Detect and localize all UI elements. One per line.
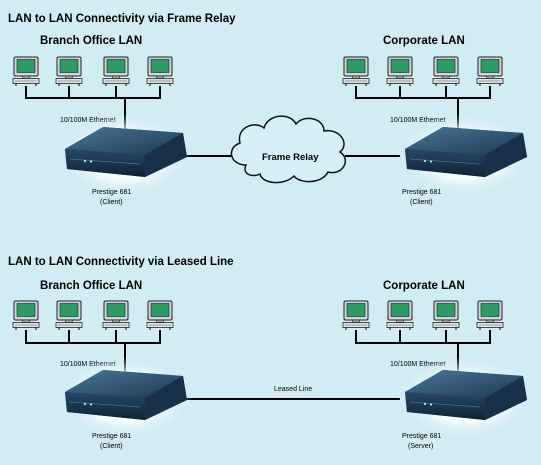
desktop-computer-icon: [146, 300, 174, 331]
desktop-computer-icon: [146, 56, 174, 87]
desktop-computer-icon: [432, 56, 460, 87]
desktop-computer-icon: [432, 300, 460, 331]
desktop-computer-icon: [12, 300, 40, 331]
leased-line-left-device-role: (Client): [100, 443, 123, 450]
desktop-computer-icon: [55, 300, 83, 331]
frame-relay-right-device-name: Prestige 681: [402, 189, 441, 196]
leased-line-right-lan-title: Corporate LAN: [383, 280, 465, 292]
desktop-computer-icon: [55, 56, 83, 87]
frame-relay-left-device-name: Prestige 681: [92, 189, 131, 196]
desktop-computer-icon: [102, 56, 130, 87]
leased-line-left-device-name: Prestige 681: [92, 433, 131, 440]
desktop-computer-icon: [476, 56, 504, 87]
desktop-computer-icon: [386, 300, 414, 331]
frame-relay-right-ethernet-label: 10/100M Ethernet: [390, 117, 446, 124]
cloud-icon: [230, 115, 346, 184]
desktop-computer-icon: [342, 300, 370, 331]
desktop-computer-icon: [102, 300, 130, 331]
desktop-computer-icon: [342, 56, 370, 87]
leased-line-right-ethernet-label: 10/100M Ethernet: [390, 361, 446, 368]
leased-line-label: Leased Line: [274, 386, 312, 393]
frame-relay-right-device-role: (Client): [410, 199, 433, 206]
frame-relay-cloud-label: Frame Relay: [262, 152, 319, 163]
router-icon: [56, 112, 194, 198]
router-icon: [396, 355, 534, 441]
leased-line-right-device-role: (Server): [408, 443, 433, 450]
frame-relay-left-lan-title: Branch Office LAN: [40, 35, 142, 47]
frame-relay-right-lan-title: Corporate LAN: [383, 35, 465, 47]
desktop-computer-icon: [476, 300, 504, 331]
router-icon: [396, 112, 534, 198]
desktop-computer-icon: [386, 56, 414, 87]
leased-line-right-device-name: Prestige 681: [402, 433, 441, 440]
leased-line-section-title: LAN to LAN Connectivity via Leased Line: [8, 256, 234, 268]
frame-relay-section-title: LAN to LAN Connectivity via Frame Relay: [8, 13, 236, 25]
frame-relay-left-device-role: (Client): [100, 199, 123, 206]
router-icon: [56, 355, 194, 441]
leased-line-left-lan-title: Branch Office LAN: [40, 280, 142, 292]
desktop-computer-icon: [12, 56, 40, 87]
